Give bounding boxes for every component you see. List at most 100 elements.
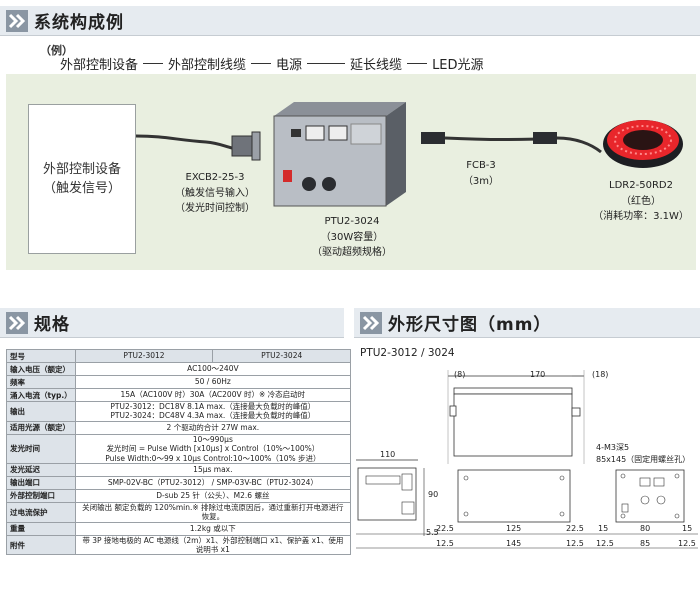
spec-value: 关闭输出 额定负载的 120%min.※ 排除过电流原因后，通过重新打开电源进行… [74, 501, 352, 523]
screw-note-2: 85x145（固定用螺丝孔） [596, 455, 691, 464]
spec-value-line: SMP-02V-BC（PTU2-3012） / SMP-03V-BC（PTU2-… [107, 478, 318, 488]
dim-bottom-row1: 15 [598, 524, 609, 533]
spec-value-line: 15μs max. [193, 465, 233, 475]
dim-bottom-row1: 125 [506, 524, 522, 533]
cable-2-label: FCB-3 （3m） [454, 158, 508, 189]
section-header-system: 系统构成例 [0, 6, 700, 36]
dim-bottom-row2: 85 [640, 539, 651, 548]
double-chevron-icon [360, 311, 382, 334]
dim-bottom-row2: 12.5 [566, 539, 584, 548]
light-model: LDR2-50RD2 [609, 180, 673, 191]
dim-bottom-row1: 22.5 [566, 524, 584, 533]
chain-dash [251, 63, 272, 64]
connector-right-icon [533, 132, 557, 144]
light-label: LDR2-50RD2 （红色） （消耗功率：3.1W） [588, 178, 694, 225]
dim-top-right: (18) [592, 370, 609, 379]
power-supply-icon [273, 102, 406, 207]
spec-value: 带 3P 接地电极的 AC 电源线（2m）x1、外部控制端口 x1、保护盖 x1… [74, 534, 352, 556]
dim-bottom-row2: 12.5 [678, 539, 696, 548]
chain-item: 延长线缆 [350, 58, 403, 73]
spec-value: 1.2kg 或以下 [74, 521, 352, 536]
system-chain: 外部控制设备 外部控制线缆 电源 延长线缆 LED光源 [60, 54, 484, 73]
external-device-sublabel: （触发信号） [42, 181, 121, 196]
chain-caption: （例） [40, 44, 73, 57]
spec-value-line: 带 3P 接地电极的 AC 电源线（2m）x1、外部控制端口 x1、保护盖 x1… [82, 535, 344, 554]
power-note: （30W容量） [320, 231, 384, 243]
spec-value-line: PTU2-3012：DC18V 8.1A max.（连接最大负载时的峰值） [110, 402, 316, 411]
spec-key: 输入电压（额定） [6, 362, 76, 376]
front-view-drawing [615, 469, 685, 523]
dim-height-5-5: 5.5 [426, 528, 439, 537]
external-device-box: 外部控制设备 （触发信号） [28, 104, 136, 254]
table-header-col: PTU2-3024 [212, 349, 351, 363]
spec-key: 外部控制端口 [6, 488, 76, 503]
spec-table: 型号 PTU2-3012 PTU2-3024 输入电压（额定） AC100～240… [6, 349, 352, 556]
cable-2-model: FCB-3 [466, 160, 496, 171]
spec-key: 涌入电流（typ.） [6, 388, 76, 402]
table-header-key: 型号 [6, 349, 76, 363]
cable-1-wire [135, 134, 233, 150]
spec-key: 发光时间 [6, 433, 76, 464]
table-row: 适用光源（额定） 2 个驱动的合计 27W max. [6, 420, 352, 435]
section-header-dimensions: 外形尺寸图（mm） [354, 308, 700, 338]
side-view-drawing [449, 387, 581, 457]
section-title: 外形尺寸图（mm） [388, 315, 552, 335]
dim-bottom-row1: 80 [640, 524, 651, 533]
chain-item: 外部控制线缆 [168, 58, 247, 73]
dimension-subtitle: PTU2-3012 / 3024 [360, 347, 455, 359]
dim-top-left: (8) [454, 370, 466, 379]
spec-value: SMP-02V-BC（PTU2-3012） / SMP-03V-BC（PTU2-… [74, 475, 352, 490]
external-device-label: 外部控制设备 [42, 161, 121, 177]
dim-bottom-row1: 22.5 [436, 524, 454, 533]
spec-key: 适用光源（额定） [6, 420, 76, 435]
spec-value-line: 2 个驱动的合计 27W max. [166, 423, 260, 433]
spec-key: 输出 [6, 401, 76, 422]
cable-2-note: （3m） [462, 175, 500, 187]
chain-item: 电源 [276, 58, 303, 73]
spec-value-line: AC100～240V [187, 364, 239, 374]
dsub-connector-icon [231, 135, 255, 157]
spec-value: 15A（AC100V 时）30A（AC200V 时）※ 冷态启动时 [74, 388, 352, 402]
led-ring-icon [603, 120, 683, 168]
dim-bottom-row2: 12.5 [436, 539, 454, 548]
spec-value: 2 个驱动的合计 27W max. [74, 420, 352, 435]
spec-value-line: 15A（AC100V 时）30A（AC200V 时）※ 冷态启动时 [120, 390, 306, 400]
dim-top-mid: 170 [530, 370, 546, 379]
chain-dash [407, 63, 428, 64]
table-row: 涌入电流（typ.） 15A（AC100V 时）30A（AC200V 时）※ 冷态… [6, 388, 352, 402]
cable-1-note: （触发信号输入） [175, 187, 255, 199]
spec-value: D-sub 25 针（公头）、M2.6 螺丝 [74, 488, 352, 503]
double-chevron-icon [6, 9, 28, 32]
spec-value-line: 1.2kg 或以下 [189, 523, 236, 533]
spec-value: PTU2-3012：DC18V 8.1A max.（连接最大负载时的峰值）PTU… [74, 401, 352, 422]
spec-key: 附件 [6, 534, 76, 556]
dim-width-110: 110 [380, 450, 396, 459]
spec-value-line: Pulse Width:0～99 x 10μs Control:10～100%（… [105, 453, 321, 463]
table-header-row: 型号 PTU2-3012 PTU2-3024 [6, 349, 351, 363]
cable-1-note: （发光时间控制） [175, 203, 255, 214]
rear-view-drawing [356, 459, 425, 536]
table-row: 输入电压（额定） AC100～240V [6, 362, 352, 376]
section-title: 规格 [34, 315, 70, 335]
chain-item: LED光源 [432, 58, 484, 73]
dim-height-90: 90 [428, 490, 439, 499]
light-note: （红色） [621, 195, 661, 207]
diagram-drawing [135, 102, 683, 207]
chain-dash [143, 63, 164, 64]
connector-left-icon [421, 132, 445, 144]
dimension-drawing [356, 370, 698, 549]
power-label: PTU2-3024 （30W容量） （驱动超频规格） [302, 214, 402, 261]
cable-1-model: EXCB2-25-3 [185, 172, 245, 183]
dim-bottom-row2: 12.5 [596, 539, 614, 548]
spec-key: 输出端口 [6, 475, 76, 490]
spec-value: 50 / 60Hz [74, 375, 352, 389]
table-row: 附件带 3P 接地电极的 AC 电源线（2m）x1、外部控制端口 x1、保护盖 … [6, 534, 352, 556]
section-header-spec: 规格 [0, 308, 344, 338]
table-row: 输出端口 SMP-02V-BC（PTU2-3012） / SMP-03V-BC（P… [6, 475, 352, 490]
